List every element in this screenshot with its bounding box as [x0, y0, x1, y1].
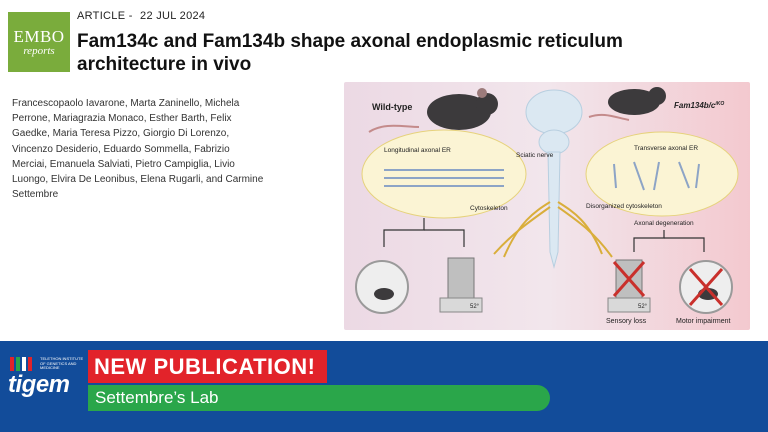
article-title: Fam134c and Fam134b shape axonal endopla… — [77, 31, 623, 75]
temp-right: 52° — [638, 304, 648, 310]
tigem-logo: TELETHON INSTITUTE OF GENETICS AND MEDIC… — [8, 356, 88, 409]
logo-subtitle: TELETHON INSTITUTE OF GENETICS AND MEDIC… — [40, 356, 84, 370]
label-axonal-degeneration: Axonal degeneration — [634, 220, 694, 227]
running-wheel-crossed-icon — [679, 260, 733, 314]
label-mutant: Fam134b/ciKO — [674, 101, 724, 110]
logo-color-bars — [10, 357, 32, 371]
logo-line1: EMBO — [13, 26, 65, 46]
mutant-mouse-icon — [588, 87, 666, 121]
mutant-axon — [585, 131, 739, 217]
label-longitudinal-er: Longitudinal axonal ER — [384, 147, 451, 154]
wild-type-mouse-icon — [368, 88, 498, 133]
article-type: ARTICLE - — [77, 10, 133, 22]
label-disorganized-cytoskeleton: Disorganized cytoskeleton — [586, 203, 662, 210]
label-cytoskeleton: Cytoskeleton — [470, 205, 508, 212]
label-motor-impairment: Motor impairment — [676, 318, 731, 325]
label-transverse-er: Transverse axonal ER — [634, 145, 698, 152]
lab-name-label: Settembre’s Lab — [88, 385, 550, 411]
temp-left: 52° — [470, 304, 480, 310]
headline-new-publication: NEW PUBLICATION! — [88, 350, 328, 383]
mutant-outcome-arrows — [633, 230, 705, 252]
longitudinal-er-lines — [384, 169, 504, 187]
transverse-er-lines — [613, 161, 700, 191]
wild-type-outcome-arrows — [383, 218, 465, 247]
article-date: 22 JUL 2024 — [140, 10, 206, 22]
hot-plate-crossed-icon — [607, 259, 651, 313]
embo-reports-logo: EMBO reports — [8, 12, 70, 72]
label-wild-type: Wild-type — [372, 102, 412, 112]
author-list: Francescopaolo Iavarone, Marta Zaninello… — [12, 98, 264, 201]
sciatic-nerve-fibers — [493, 201, 613, 258]
cns-illustration — [525, 89, 583, 269]
label-sensory-loss: Sensory loss — [606, 318, 647, 325]
label-sciatic-nerve: Sciatic nerve — [516, 152, 554, 159]
hot-plate-icon — [439, 257, 483, 313]
article-meta: ARTICLE - 22 JUL 2024 — [77, 10, 205, 22]
graphical-abstract: Wild-type Fam134b/ciKO Longitudinal axon… — [344, 82, 750, 330]
wild-type-axon — [361, 129, 527, 219]
logo-line2: reports — [23, 44, 55, 57]
logo-wordmark: tigem — [8, 371, 70, 398]
running-wheel-icon — [355, 260, 409, 314]
